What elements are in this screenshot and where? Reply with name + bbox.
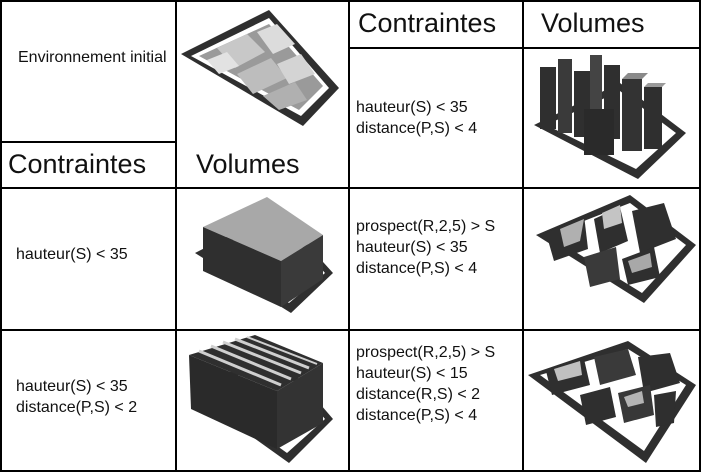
sloped-volumes-icon	[524, 189, 699, 329]
extruded-block-icon	[177, 189, 348, 329]
initial-environment-image	[177, 2, 348, 141]
right-row-2-constraints: prospect(R,2,5) > S hauteur(S) < 35 dist…	[356, 218, 496, 277]
low-volumes-icon	[524, 331, 699, 470]
right-volumes-header: Volumes	[541, 8, 645, 38]
left-volumes-header: Volumes	[196, 149, 300, 179]
right-row-3-constraints: prospect(R,2,5) > S hauteur(S) < 15 dist…	[356, 344, 496, 424]
striped-volume-icon	[177, 331, 348, 470]
left-row-2-constraints: hauteur(S) < 35 distance(P,S) < 2	[16, 378, 138, 416]
right-constraints-header: Contraintes	[358, 8, 497, 38]
left-constraints-header: Contraintes	[8, 149, 147, 179]
initial-environment-label: Environnement initial	[18, 49, 167, 66]
tower-volumes-icon	[524, 49, 699, 187]
left-row-1-constraints: hauteur(S) < 35	[16, 246, 128, 263]
right-row-1-constraints: hauteur(S) < 35 distance(P,S) < 4	[356, 99, 478, 137]
